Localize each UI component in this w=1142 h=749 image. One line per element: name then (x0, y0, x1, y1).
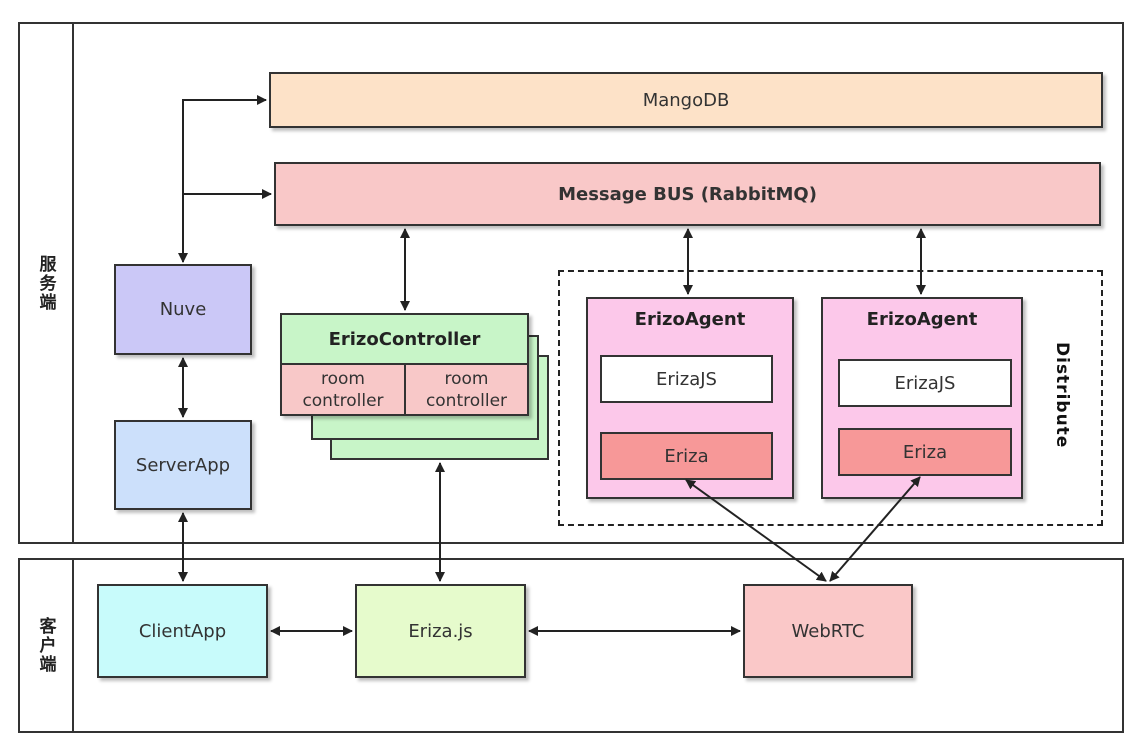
eriza-1: Eriza (600, 432, 773, 480)
erizo-controller-title: ErizoController (328, 328, 481, 350)
erizo-controller: ErizoController room controller room con… (280, 313, 529, 416)
mangodb-box: MangoDB (269, 72, 1103, 128)
distribute-label: Distribute (1052, 341, 1072, 449)
clientapp-box: ClientApp (97, 584, 268, 678)
erizajs-client-box: Eriza.js (355, 584, 526, 678)
webrtc-box: WebRTC (743, 584, 913, 678)
room-controller-2: room controller (406, 363, 527, 414)
erizajs-2: ErizaJS (838, 359, 1012, 407)
server-lane-divider (72, 22, 74, 544)
client-lane-label: 客户端 (35, 617, 56, 674)
client-lane-divider (72, 558, 74, 733)
erizo-agent-2: ErizoAgent ErizaJS Eriza (821, 297, 1023, 499)
serverapp-box: ServerApp (114, 420, 252, 510)
erizo-agent-2-title: ErizoAgent (866, 309, 978, 330)
erizo-agent-1-title: ErizoAgent (634, 309, 746, 330)
eriza-2: Eriza (838, 428, 1012, 476)
server-lane-label: 服务端 (35, 254, 56, 312)
erizajs-1: ErizaJS (600, 355, 773, 403)
nuve-box: Nuve (114, 264, 252, 355)
room-controller-1: room controller (282, 363, 406, 414)
message-bus-box: Message BUS (RabbitMQ) (274, 162, 1101, 226)
erizo-agent-1: ErizoAgent ErizaJS Eriza (586, 297, 794, 499)
